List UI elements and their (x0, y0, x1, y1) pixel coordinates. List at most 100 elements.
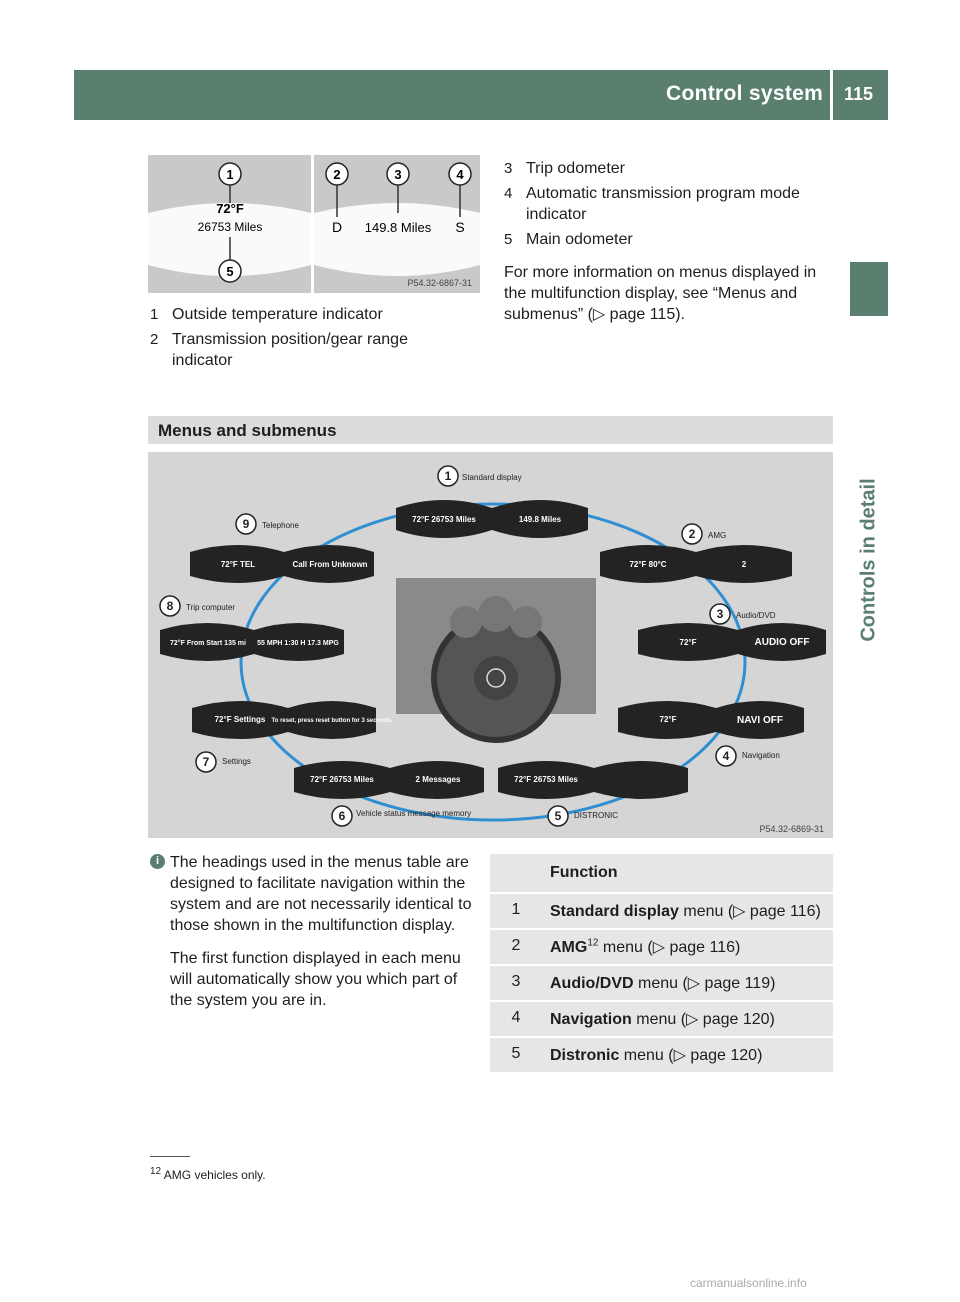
svg-text:1: 1 (226, 167, 233, 182)
svg-text:72°F: 72°F (680, 638, 697, 647)
svg-text:NAVI OFF: NAVI OFF (737, 715, 783, 726)
legend-text: Automatic transmission program mode indi… (526, 185, 800, 223)
svg-text:5: 5 (555, 809, 562, 823)
svg-text:Trip computer: Trip computer (186, 603, 235, 612)
note-paragraph-2: The first function displayed in each men… (170, 950, 461, 1009)
svg-text:55 MPH 1:30 H 17.3 MPG: 55 MPH 1:30 H 17.3 MPG (257, 640, 339, 647)
legend-item: 4 Automatic transmission program mode ind… (504, 183, 826, 225)
table-header-blank (490, 854, 542, 892)
svg-text:Audio/DVD: Audio/DVD (736, 611, 776, 620)
callout-5: 5 (218, 259, 242, 283)
legend-text: Trip odometer (526, 160, 625, 177)
table-header-row: Function (490, 854, 833, 892)
callout-2: 2 (325, 162, 349, 186)
info-note: i The headings used in the menus table a… (150, 852, 482, 1023)
menu-overview-figure: 72°F 26753 Miles 149.8 Miles 72°F 80°C 2… (148, 452, 833, 838)
row-number: 3 (490, 966, 542, 1000)
svg-text:72°F Settings: 72°F Settings (215, 715, 266, 724)
legend-item: 3 Trip odometer (504, 158, 834, 179)
row-function: Standard display menu (▷ page 116) (542, 894, 833, 928)
svg-text:Navigation: Navigation (742, 751, 780, 760)
mode-readout: S (455, 219, 464, 235)
callout-3: 3 (386, 162, 410, 186)
svg-text:8: 8 (167, 599, 174, 613)
footnote-rule (150, 1156, 190, 1157)
row-number: 5 (490, 1038, 542, 1072)
svg-text:72°F 26753 Miles: 72°F 26753 Miles (514, 775, 578, 784)
svg-text:Settings: Settings (222, 757, 251, 766)
svg-text:AUDIO OFF: AUDIO OFF (755, 637, 810, 648)
row-number: 4 (490, 1002, 542, 1036)
svg-text:4: 4 (456, 167, 464, 182)
gear-readout: D (332, 219, 342, 235)
svg-text:3: 3 (717, 607, 724, 621)
side-tab-label: Controls in detail (857, 478, 880, 642)
svg-text:9: 9 (243, 517, 250, 531)
menu-figure-code: P54.32-6869-31 (759, 824, 824, 834)
legend-number: 2 (150, 331, 159, 348)
menu-callout-8: 8 Trip computer (159, 595, 235, 617)
legend-number: 1 (150, 306, 159, 323)
callout-4: 4 (448, 162, 472, 186)
svg-text:Call From Unknown: Call From Unknown (292, 560, 367, 569)
legend-list-right: 3 Trip odometer 4 Automatic transmission p… (504, 158, 834, 254)
odometer-readout: 26753 Miles (198, 220, 263, 234)
watermark: carmanualsonline.info (690, 1276, 807, 1290)
note-paragraph-1: The headings used in the menus table are… (170, 854, 472, 934)
row-number: 2 (490, 930, 542, 964)
legend-item: 1 Outside temperature indicator (150, 304, 480, 325)
legend-number: 4 (504, 185, 513, 202)
page-number: 115 (844, 84, 874, 104)
legend-item: 5 Main odometer (504, 229, 834, 250)
menu-callout-7: 7 Settings (195, 751, 251, 773)
row-function: AMG12 menu (▷ page 116) (542, 930, 833, 964)
menu-callout-3: 3 Audio/DVD (709, 603, 776, 625)
svg-text:2 Messages: 2 Messages (416, 775, 461, 784)
row-function: Audio/DVD menu (▷ page 119) (542, 966, 833, 1000)
svg-text:Standard display: Standard display (462, 473, 522, 482)
svg-text:3: 3 (394, 167, 401, 182)
menu-callout-4: 4 Navigation (715, 745, 780, 767)
info-icon: i (150, 854, 165, 869)
svg-text:72°F 26753 Miles: 72°F 26753 Miles (412, 515, 476, 524)
figure-code: P54.32-6867-31 (407, 278, 472, 288)
legend-number: 5 (504, 231, 513, 248)
legend-item: 2 Transmission position/gear range indica… (150, 329, 432, 371)
callout-1: 1 (218, 162, 242, 186)
legend-text: Main odometer (526, 231, 633, 248)
svg-text:72°F 80°C: 72°F 80°C (629, 560, 666, 569)
legend-text: Outside temperature indicator (172, 306, 383, 323)
section-title: Menus and submenus (158, 421, 337, 440)
table-header-function: Function (542, 854, 833, 892)
footnote-text: AMG vehicles only. (163, 1168, 266, 1182)
legend-number: 3 (504, 160, 513, 177)
svg-text:4: 4 (723, 749, 730, 763)
page-header-bar (74, 70, 888, 120)
intro-paragraph: For more information on menus displayed … (504, 264, 817, 323)
svg-text:72°F TEL: 72°F TEL (221, 560, 255, 569)
row-number: 1 (490, 894, 542, 928)
svg-text:DISTRONIC: DISTRONIC (574, 811, 618, 820)
svg-text:72°F: 72°F (660, 715, 677, 724)
row-function: Distronic menu (▷ page 120) (542, 1038, 833, 1072)
svg-text:5: 5 (226, 264, 233, 279)
svg-text:2: 2 (689, 527, 696, 541)
footnote: 12 AMG vehicles only. (150, 1166, 266, 1182)
instrument-cluster-figure: 1 5 2 3 4 72°F 26753 Miles D 149.8 Miles… (148, 155, 480, 293)
svg-text:7: 7 (203, 755, 210, 769)
svg-text:72°F From Start 135 mi: 72°F From Start 135 mi (170, 639, 246, 647)
svg-text:Vehicle status message memory: Vehicle status message memory (356, 809, 471, 818)
side-tab-marker (850, 262, 888, 316)
trip-readout: 149.8 Miles (365, 220, 432, 235)
svg-text:6: 6 (339, 809, 346, 823)
header-separator (830, 70, 833, 120)
legend-text: Transmission position/gear range indicat… (172, 331, 408, 369)
section-heading-bar (148, 416, 833, 444)
page-header-title: Control system (666, 82, 824, 105)
